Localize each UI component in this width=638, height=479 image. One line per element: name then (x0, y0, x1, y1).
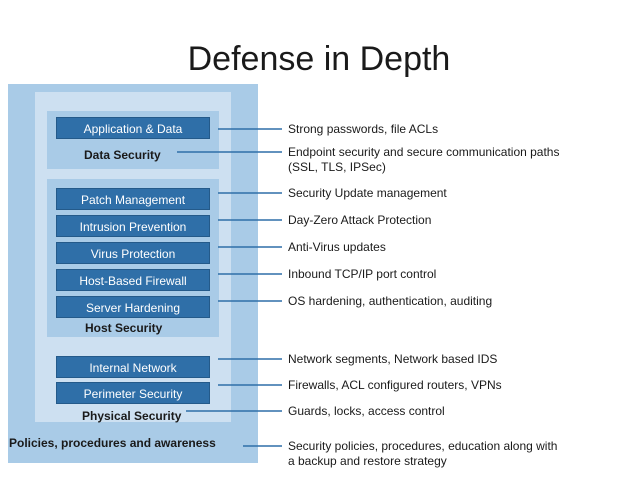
note-perimeter-security: Firewalls, ACL configured routers, VPNs (288, 378, 502, 392)
physical-security-label: Physical Security (82, 409, 182, 423)
server-hardening-bar: Server Hardening (56, 296, 210, 318)
host-based-firewall-bar: Host-Based Firewall (56, 269, 210, 291)
note-host-firewall: Inbound TCP/IP port control (288, 267, 437, 281)
note-server-hardening: OS hardening, authentication, auditing (288, 294, 493, 308)
note-data-security-line2: (SSL, TLS, IPSec) (288, 160, 386, 174)
policies-layer: Application & Data Data Security Patch M… (8, 84, 258, 463)
physical-security-layer: Application & Data Data Security Patch M… (35, 92, 231, 423)
note-application-data: Strong passwords, file ACLs (288, 122, 439, 136)
virus-protection-bar: Virus Protection (56, 242, 210, 264)
page-title: Defense in Depth (187, 40, 451, 78)
note-policies-line2: a backup and restore strategy (288, 454, 447, 468)
host-security-label: Host Security (85, 321, 163, 335)
note-virus-protection: Anti-Virus updates (288, 240, 386, 254)
host-security-panel: Patch Management Intrusion Prevention Vi… (47, 179, 219, 337)
note-policies-line1: Security policies, procedures, education… (288, 439, 558, 453)
perimeter-security-bar: Perimeter Security (56, 382, 210, 404)
application-data-bar: Application & Data (56, 117, 210, 139)
note-patch-management: Security Update management (288, 186, 447, 200)
note-internal-network: Network segments, Network based IDS (288, 352, 498, 366)
data-security-panel: Application & Data Data Security (47, 111, 219, 169)
note-intrusion-prevention: Day-Zero Attack Protection (288, 213, 432, 227)
patch-management-bar: Patch Management (56, 188, 210, 210)
note-physical-security: Guards, locks, access control (288, 404, 445, 418)
note-data-security-line1: Endpoint security and secure communicati… (288, 145, 560, 159)
data-security-label: Data Security (84, 148, 161, 162)
intrusion-prevention-bar: Intrusion Prevention (56, 215, 210, 237)
internal-network-bar: Internal Network (56, 356, 210, 378)
policies-label: Policies, procedures and awareness (9, 436, 216, 450)
